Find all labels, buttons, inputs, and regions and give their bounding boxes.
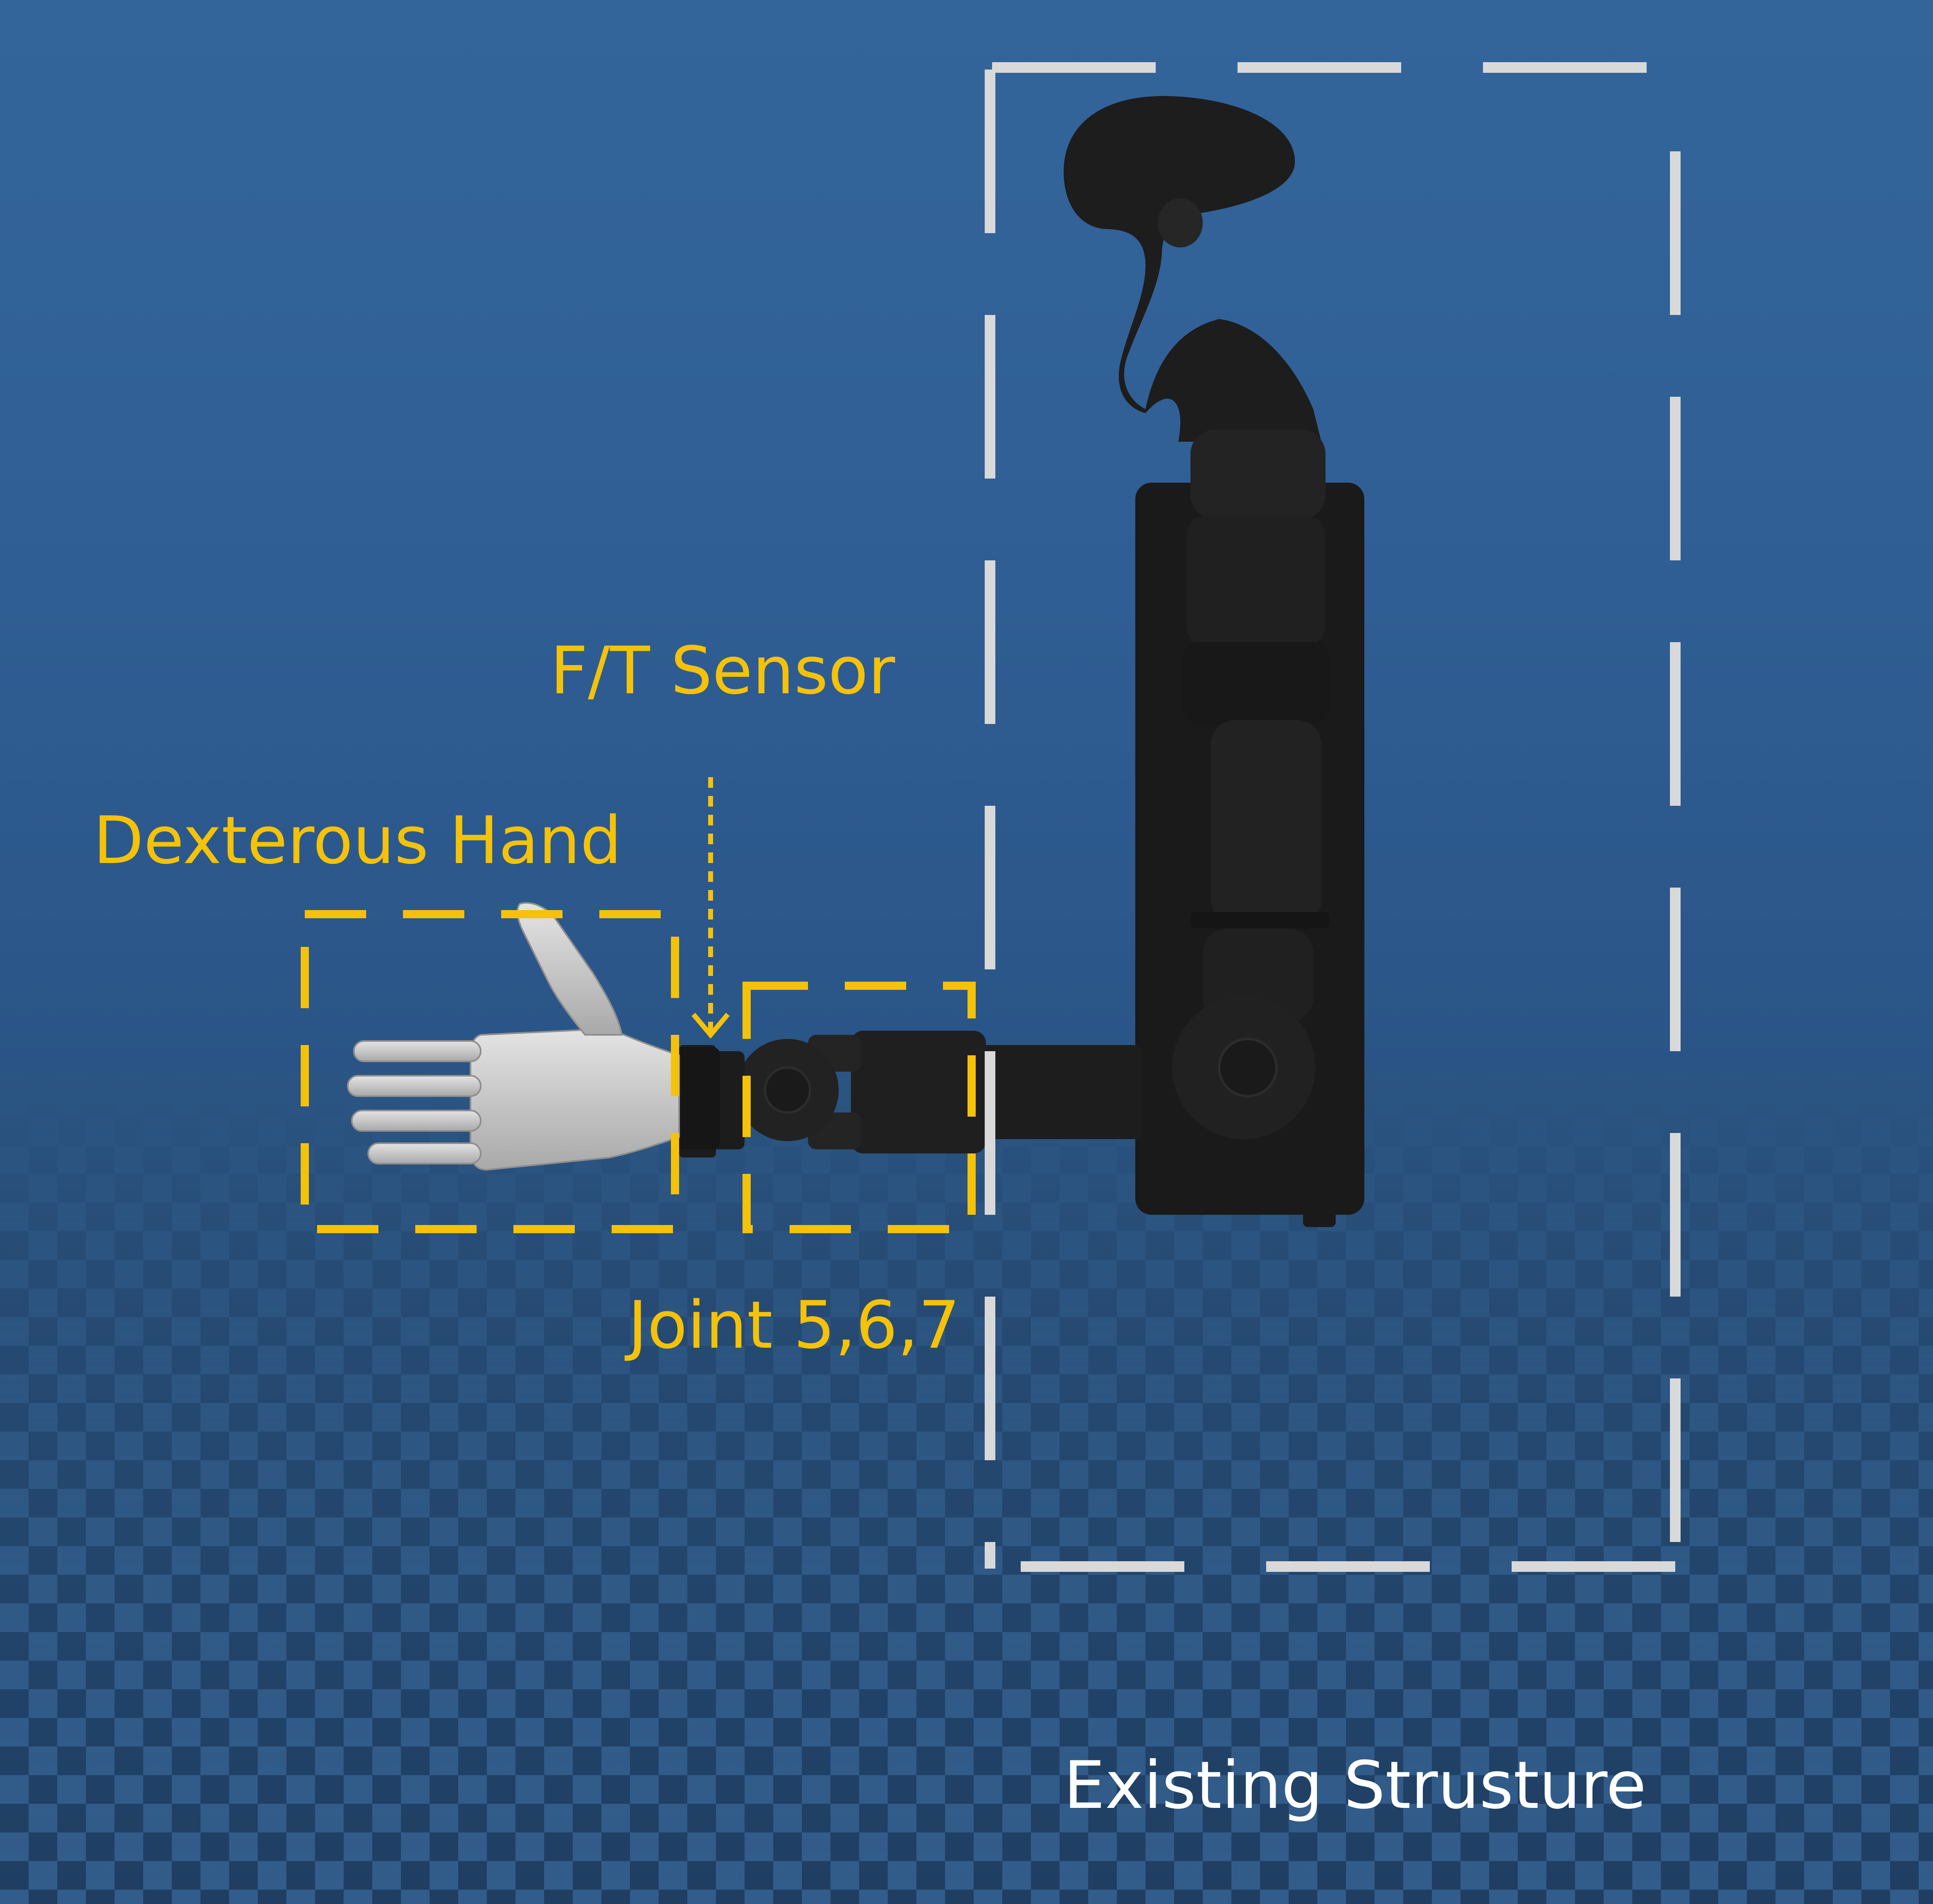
sky-background bbox=[0, 0, 1933, 1080]
joints-frame bbox=[743, 982, 976, 1233]
ft-sensor-arrow bbox=[691, 777, 730, 1039]
hand-finger-middle bbox=[347, 1075, 482, 1097]
checker-floor-pattern bbox=[0, 1072, 1933, 1904]
hand-finger-ring bbox=[351, 1110, 482, 1132]
robot-wrist-joints bbox=[679, 1031, 986, 1158]
joints-label: Joint 5,6,7 bbox=[628, 1287, 960, 1363]
robot-existing-structure bbox=[978, 96, 1364, 1227]
existing-structure-label: Existing Strusture bbox=[1064, 1747, 1647, 1823]
robot-forearm bbox=[978, 1045, 1141, 1139]
dexterous-hand-label: Dexterous Hand bbox=[93, 802, 622, 879]
dexterous-hand-frame bbox=[301, 910, 679, 1233]
robot-shoulder-cap bbox=[1064, 96, 1321, 442]
hand-finger-little bbox=[367, 1142, 482, 1164]
ft-sensor-label: F/T Sensor bbox=[550, 632, 895, 709]
hand-finger-index bbox=[353, 1040, 482, 1062]
ft-sensor-body bbox=[675, 1047, 720, 1149]
existing-structure-frame bbox=[985, 62, 1681, 1572]
robot-shoulder-knob bbox=[1158, 198, 1203, 247]
